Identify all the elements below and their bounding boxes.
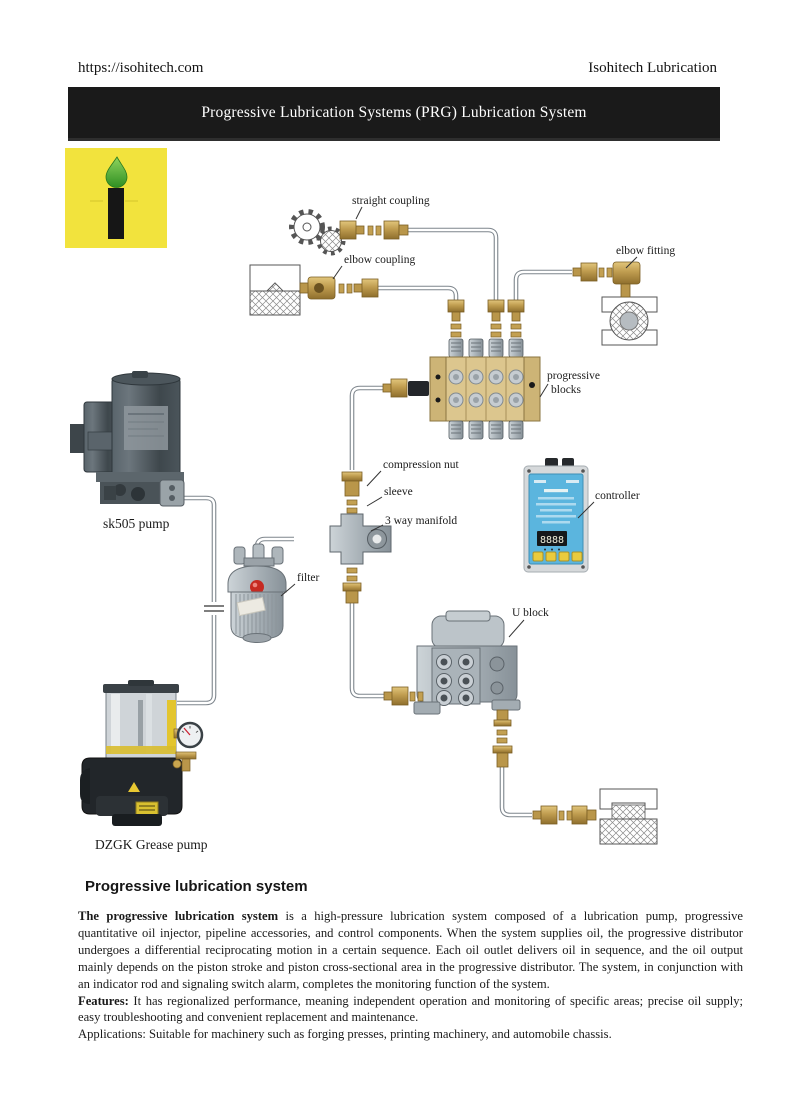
system-diagram: 8888	[70, 195, 675, 852]
compression-nut	[341, 471, 363, 497]
controller-buttons	[532, 551, 583, 562]
label-sk505-pump: sk505 pump	[103, 516, 170, 531]
features-paragraph: Features: It has regionalized performanc…	[78, 993, 743, 1025]
controller: 8888	[523, 458, 589, 573]
label-elbow-coupling: elbow coupling	[344, 254, 415, 266]
pipe-elbow-coupling-to-blocks	[376, 285, 459, 302]
pipe-manifold-to-ublock	[349, 602, 384, 699]
dzgk-grease-pump	[80, 680, 204, 826]
intro-lead: The progressive lubrication system	[78, 909, 279, 923]
label-straight-coupling: straight coupling	[352, 195, 430, 207]
machine-block-bottom-assembly	[532, 788, 658, 845]
brand-name: Isohitech Lubrication	[588, 60, 717, 76]
label-progressive-blocks-1: progressive	[547, 370, 600, 382]
sk505-pump	[70, 371, 185, 507]
sleeve-part	[346, 499, 358, 514]
label-elbow-fitting: elbow fitting	[616, 245, 675, 257]
label-sleeve: sleeve	[384, 486, 413, 498]
label-progressive-blocks-2: blocks	[551, 384, 582, 396]
pipe-pump-feed	[177, 495, 217, 706]
article-section: Progressive lubrication system The progr…	[78, 878, 743, 1043]
three-way-manifold-assembly	[329, 471, 392, 604]
bearing-block	[601, 296, 658, 346]
isohitech-logo	[65, 148, 167, 248]
label-controller: controller	[595, 490, 640, 502]
site-url-link[interactable]: https://isohitech.com	[78, 60, 204, 76]
progressive-blocks	[382, 299, 541, 440]
machine-block-top	[249, 264, 301, 316]
label-dzgk-pump: DZGK Grease pump	[95, 837, 208, 852]
features-lead: Features:	[78, 993, 129, 1008]
pipe-ublock-to-machine	[499, 766, 532, 818]
label-u-block: U block	[512, 607, 549, 619]
label-filter: filter	[297, 572, 320, 584]
pipe-blocks-to-elbow-fitting	[513, 269, 572, 300]
section-heading: Progressive lubrication system	[85, 878, 308, 895]
filter	[227, 543, 287, 643]
elbow-fitting	[572, 261, 641, 298]
pipe-straight-coupling-to-blocks	[406, 227, 499, 302]
label-three-way-manifold: 3 way manifold	[385, 515, 457, 527]
title-banner: Progressive Lubrication Systems (PRG) Lu…	[68, 87, 720, 141]
pipes	[177, 227, 572, 818]
controller-display: 8888	[540, 535, 564, 546]
elbow-coupling	[299, 276, 379, 300]
label-compression-nut: compression nut	[383, 459, 460, 471]
gears-icon	[289, 209, 346, 256]
straight-coupling	[339, 220, 409, 240]
pipe-break-symbol	[204, 602, 224, 615]
pipe-manifold-to-blocks	[349, 385, 383, 470]
u-block	[383, 610, 521, 768]
three-way-manifold	[329, 513, 392, 565]
intro-paragraph: The progressive lubrication system is a …	[78, 909, 743, 991]
page-title: Progressive Lubrication Systems (PRG) Lu…	[201, 103, 587, 121]
logo-droplet-icon	[90, 156, 138, 239]
applications-paragraph: Applications: Suitable for machinery suc…	[78, 1027, 612, 1042]
diagram-labels: straight coupling elbow coupling elbow f…	[95, 195, 675, 852]
